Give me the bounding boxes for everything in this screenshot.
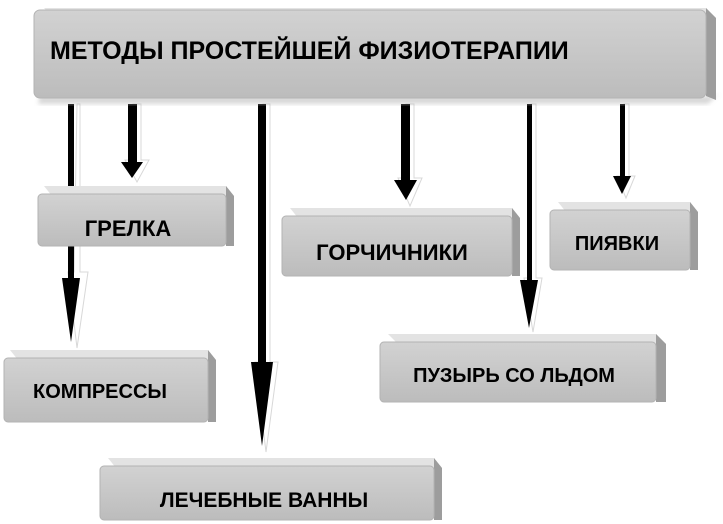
label-grelka: ГРЕЛКА — [85, 216, 172, 241]
label-puzyr-so-ldom: ПУЗЫРЬ СО ЛЬДОМ — [413, 365, 615, 387]
arrow-to-grelka — [121, 103, 150, 184]
arrow-to-gorchichniki — [394, 103, 423, 208]
box-lechebnye-vanny: ЛЕЧЕБНЫЕ ВАННЫ — [99, 458, 442, 521]
label-piyavki: ПИЯВКИ — [575, 233, 659, 255]
label-gorchichniki: ГОРЧИЧНИКИ — [316, 240, 468, 265]
box-grelka: ГРЕЛКА — [37, 186, 234, 247]
box-puzyr-so-ldom: ПУЗЫРЬ СО ЛЬДОМ — [379, 334, 666, 403]
title-box: МЕТОДЫ ПРОСТЕЙШЕЙ ФИЗИОТЕРАПИИ — [33, 8, 718, 104]
label-kompressy: КОМПРЕССЫ — [33, 381, 167, 403]
box-kompressy: КОМПРЕССЫ — [3, 350, 216, 423]
label-lechebnye-vanny: ЛЕЧЕБНЫЕ ВАННЫ — [160, 489, 368, 512]
box-gorchichniki: ГОРЧИЧНИКИ — [281, 208, 520, 277]
diagram-title: МЕТОДЫ ПРОСТЕЙШЕЙ ФИЗИОТЕРАПИИ — [50, 35, 569, 65]
arrow-to-puzyr-so-ldom — [520, 103, 543, 333]
arrow-to-lechebnye-vanny — [251, 103, 279, 453]
arrow-to-piyavki — [613, 103, 636, 200]
box-piyavki: ПИЯВКИ — [549, 202, 698, 271]
